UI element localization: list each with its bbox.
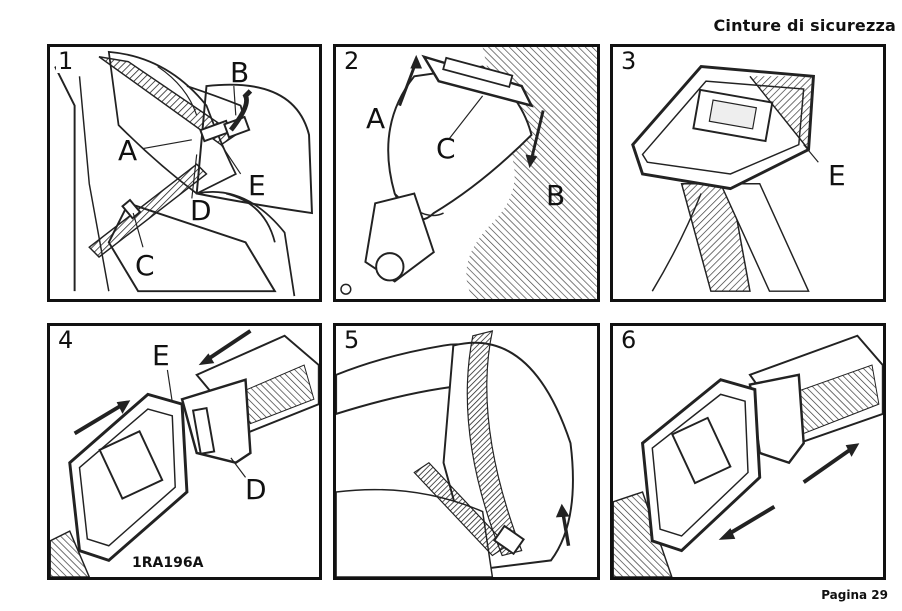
illustration-panel-1: 1 A B C D E [47, 44, 322, 302]
page-header-title: Cinture di sicurezza [713, 16, 896, 35]
panel-number: 5 [342, 326, 362, 354]
buckle-release-illustration [613, 334, 883, 577]
panel-number: 4 [56, 326, 76, 354]
buckle-insert-illustration [50, 329, 319, 577]
illustration-panel-3: 3 E [610, 44, 886, 302]
figure-code: 1RA196A [132, 555, 204, 571]
seatbelt-wearing-illustration [54, 50, 313, 297]
callout-label-b: B [546, 179, 566, 212]
belt-adjust-illustration [340, 47, 597, 299]
callout-label-a: A [366, 102, 386, 135]
page-number: Pagina 29 [821, 588, 888, 602]
callout-label-d: D [190, 194, 212, 227]
callout-label-b: B [230, 56, 250, 89]
panel-number: 3 [619, 47, 639, 75]
callout-label-e: E [828, 159, 846, 192]
illustration-panel-2: 2 A B C [333, 44, 600, 302]
illustration-panel-4: 4 E D 1RA196A [47, 323, 322, 580]
callout-label-e: E [152, 339, 170, 372]
callout-label-a: A [118, 134, 138, 167]
callout-label-e: E [248, 169, 266, 202]
panel-number: 6 [619, 326, 639, 354]
callout-label-d: D [245, 473, 267, 506]
buckle-closeup-illustration [631, 65, 819, 292]
panel-number: 1 [56, 47, 76, 75]
callout-label-c: C [436, 132, 456, 165]
illustration-panel-5: 5 [333, 323, 600, 580]
illustration-panel-6: 6 [610, 323, 886, 580]
callout-label-c: C [135, 249, 155, 282]
belt-tension-illustration [336, 330, 574, 577]
panel-number: 2 [342, 47, 362, 75]
